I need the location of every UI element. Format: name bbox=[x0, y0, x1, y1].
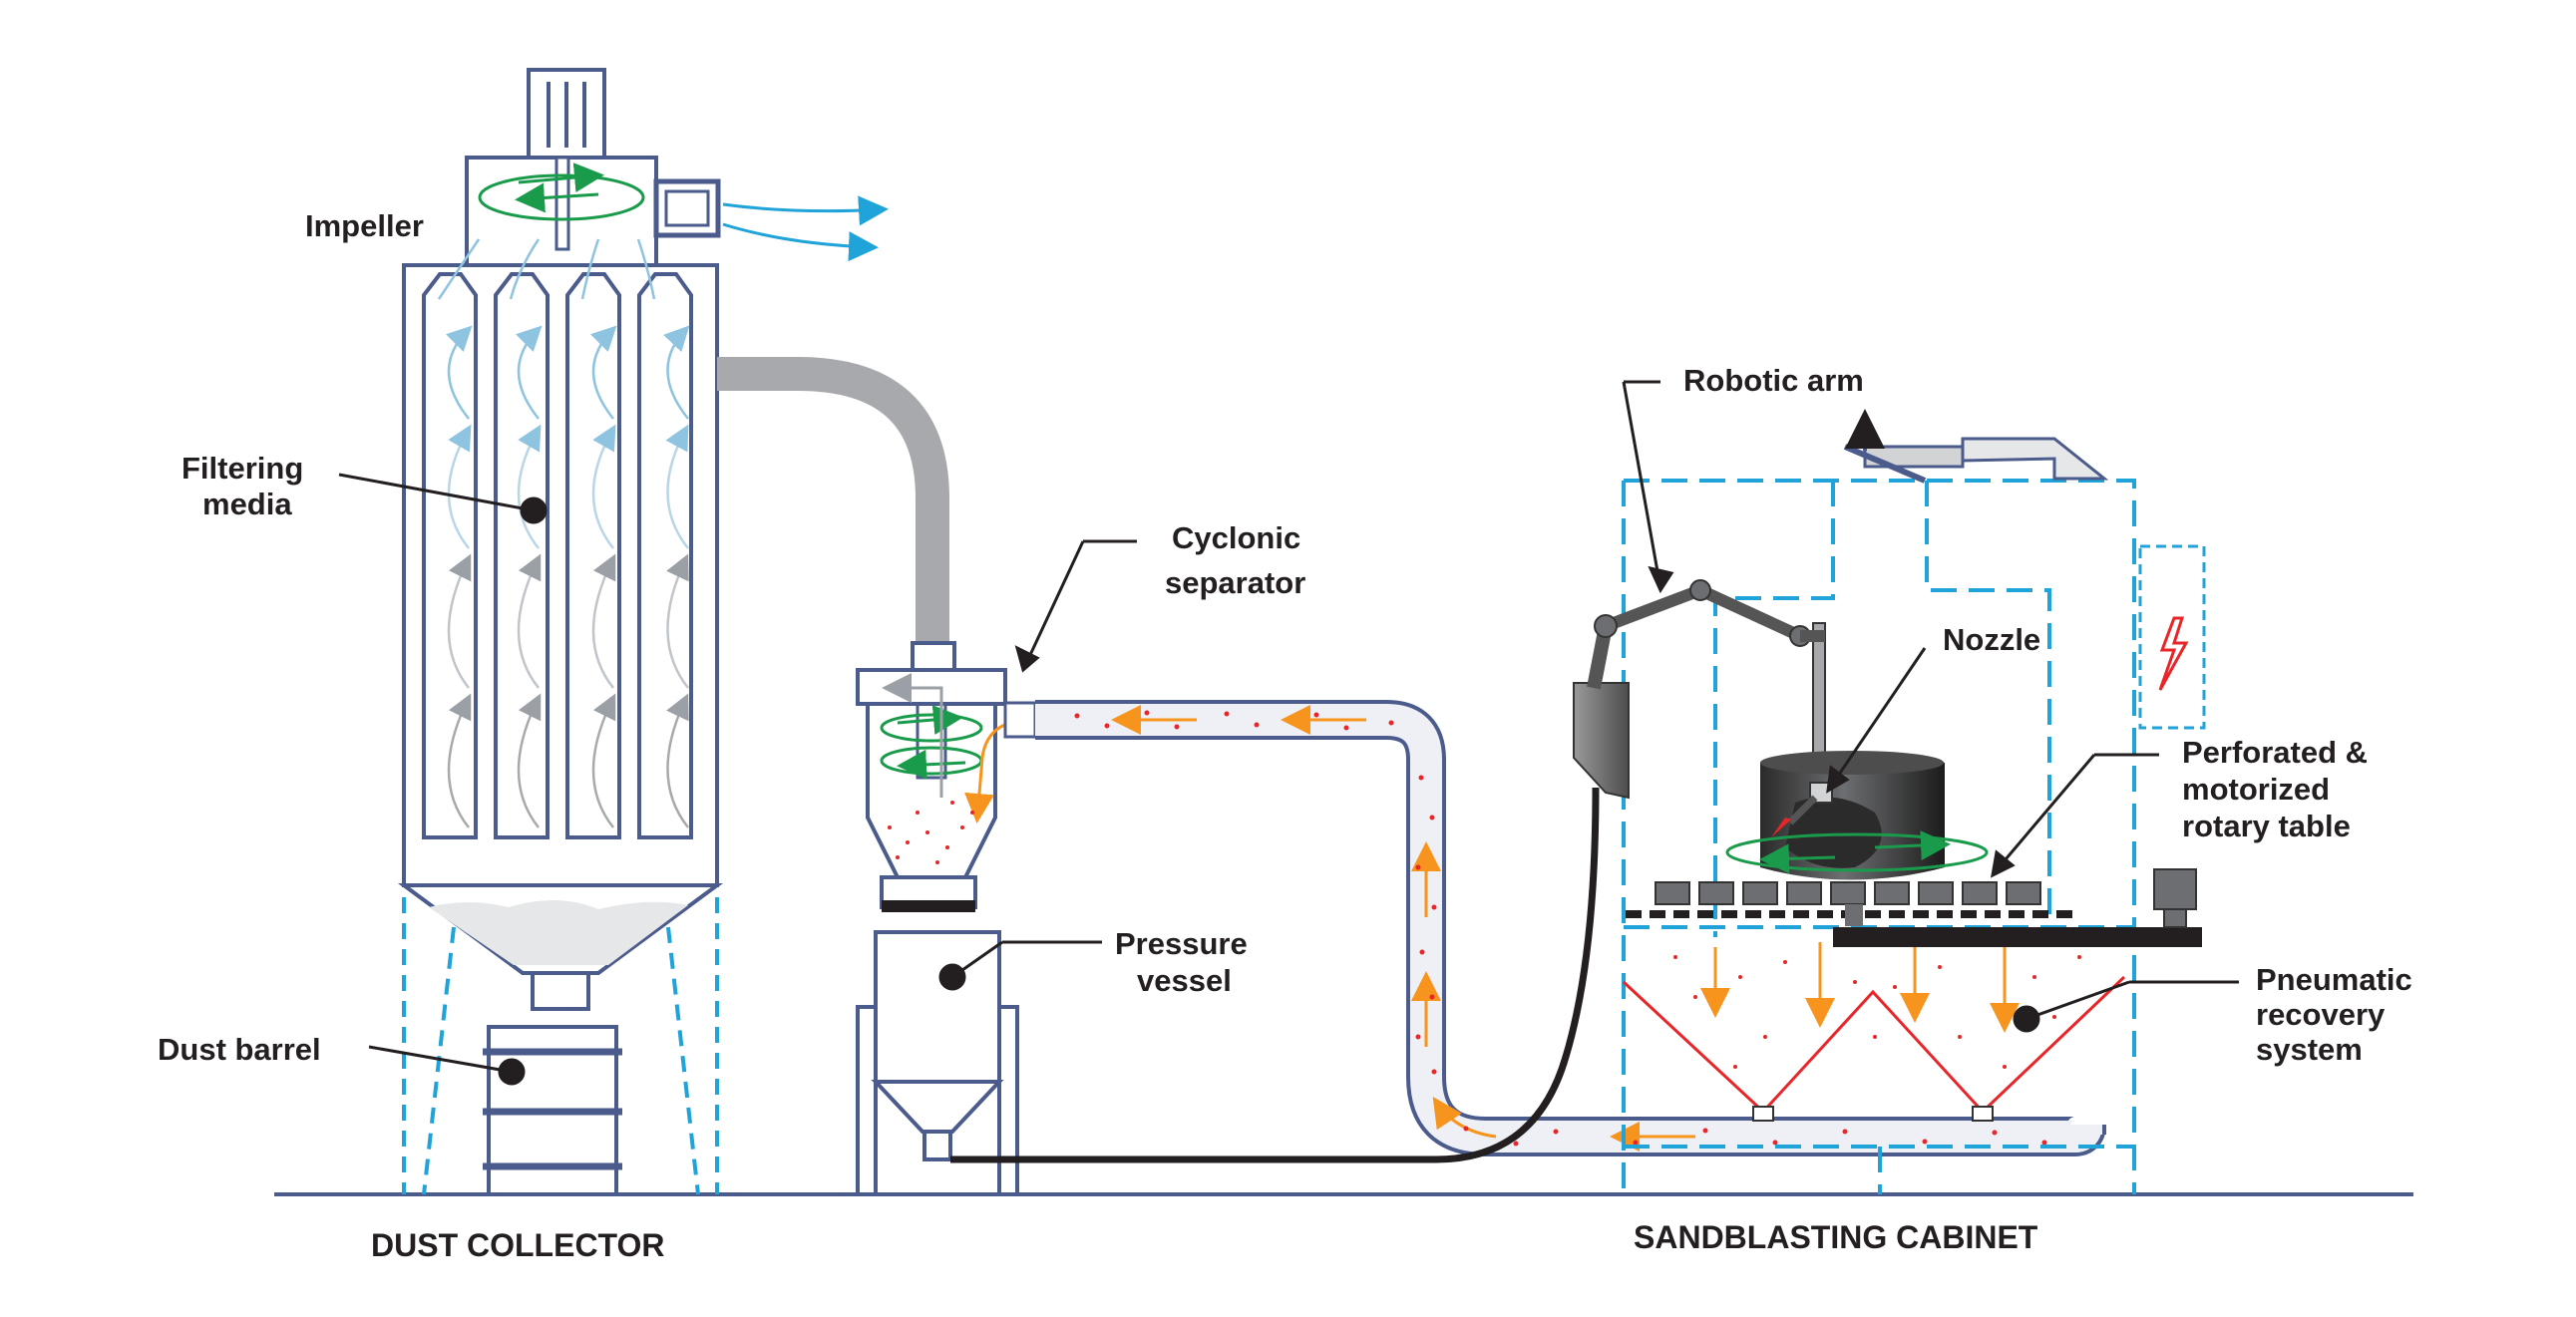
robotic-arm-label: Robotic arm bbox=[1683, 363, 1864, 398]
callout-lines bbox=[338, 380, 2239, 1086]
pneumatic-recovery-label: system bbox=[2256, 1032, 2363, 1067]
impeller-label: Impeller bbox=[305, 208, 424, 243]
impeller-rotation-icon bbox=[478, 173, 645, 221]
rotary-table-label: rotary table bbox=[2182, 809, 2351, 843]
table-drive-shaft bbox=[1833, 927, 2202, 947]
exhaust-air-arrow bbox=[722, 222, 879, 262]
rotary-table-label: motorized bbox=[2182, 772, 2330, 807]
pneumatic-recovery-label: Pneumatic bbox=[2256, 962, 2412, 997]
collector-support-frame bbox=[402, 897, 719, 1195]
sandblasting-cabinet bbox=[1573, 409, 2206, 1194]
cyclonic-separator-label: separator bbox=[1165, 565, 1305, 600]
filtering-media-label: media bbox=[202, 487, 292, 521]
drive-motor bbox=[2153, 868, 2197, 910]
dust-collector-title: DUST COLLECTOR bbox=[371, 1227, 665, 1263]
cyclonic-separator-label: Cyclonic bbox=[1172, 520, 1300, 555]
pressure-vessel-label: Pressure bbox=[1115, 926, 1248, 961]
electric-hazard-icon bbox=[2158, 616, 2189, 691]
nozzle-label: Nozzle bbox=[1943, 622, 2040, 657]
pressure-vessel-label: vessel bbox=[1137, 963, 1232, 998]
top-blower bbox=[1843, 409, 2109, 484]
nozzle bbox=[1809, 782, 1833, 804]
rotary-table bbox=[1655, 881, 2041, 905]
suction-duct bbox=[717, 357, 949, 643]
dust-barrel-label: Dust barrel bbox=[158, 1032, 321, 1067]
sandblasting-cabinet-title: SANDBLASTING CABINET bbox=[1634, 1219, 2038, 1255]
labels: Impeller Filtering media Dust barrel Cyc… bbox=[158, 208, 2412, 1263]
dust-collector bbox=[397, 68, 889, 1196]
recovery-hopper bbox=[1622, 975, 2126, 1115]
exhaust-air-arrow bbox=[722, 195, 889, 226]
control-panel bbox=[2138, 544, 2206, 730]
pneumatic-recovery-label: recovery bbox=[2256, 997, 2386, 1032]
recovery-flow-arrows bbox=[1111, 705, 1695, 1152]
rotary-table-label: Perforated & bbox=[2182, 735, 2368, 770]
falling-abrasive-arrows bbox=[1700, 942, 2020, 1033]
filtering-media-label: Filtering bbox=[182, 451, 303, 486]
cyclonic-separator bbox=[856, 641, 1038, 912]
workpiece bbox=[1760, 751, 1945, 880]
blast-hose bbox=[950, 787, 1600, 1163]
abrasive-particles bbox=[1074, 710, 2047, 1147]
pressure-vessel bbox=[856, 930, 1019, 1196]
